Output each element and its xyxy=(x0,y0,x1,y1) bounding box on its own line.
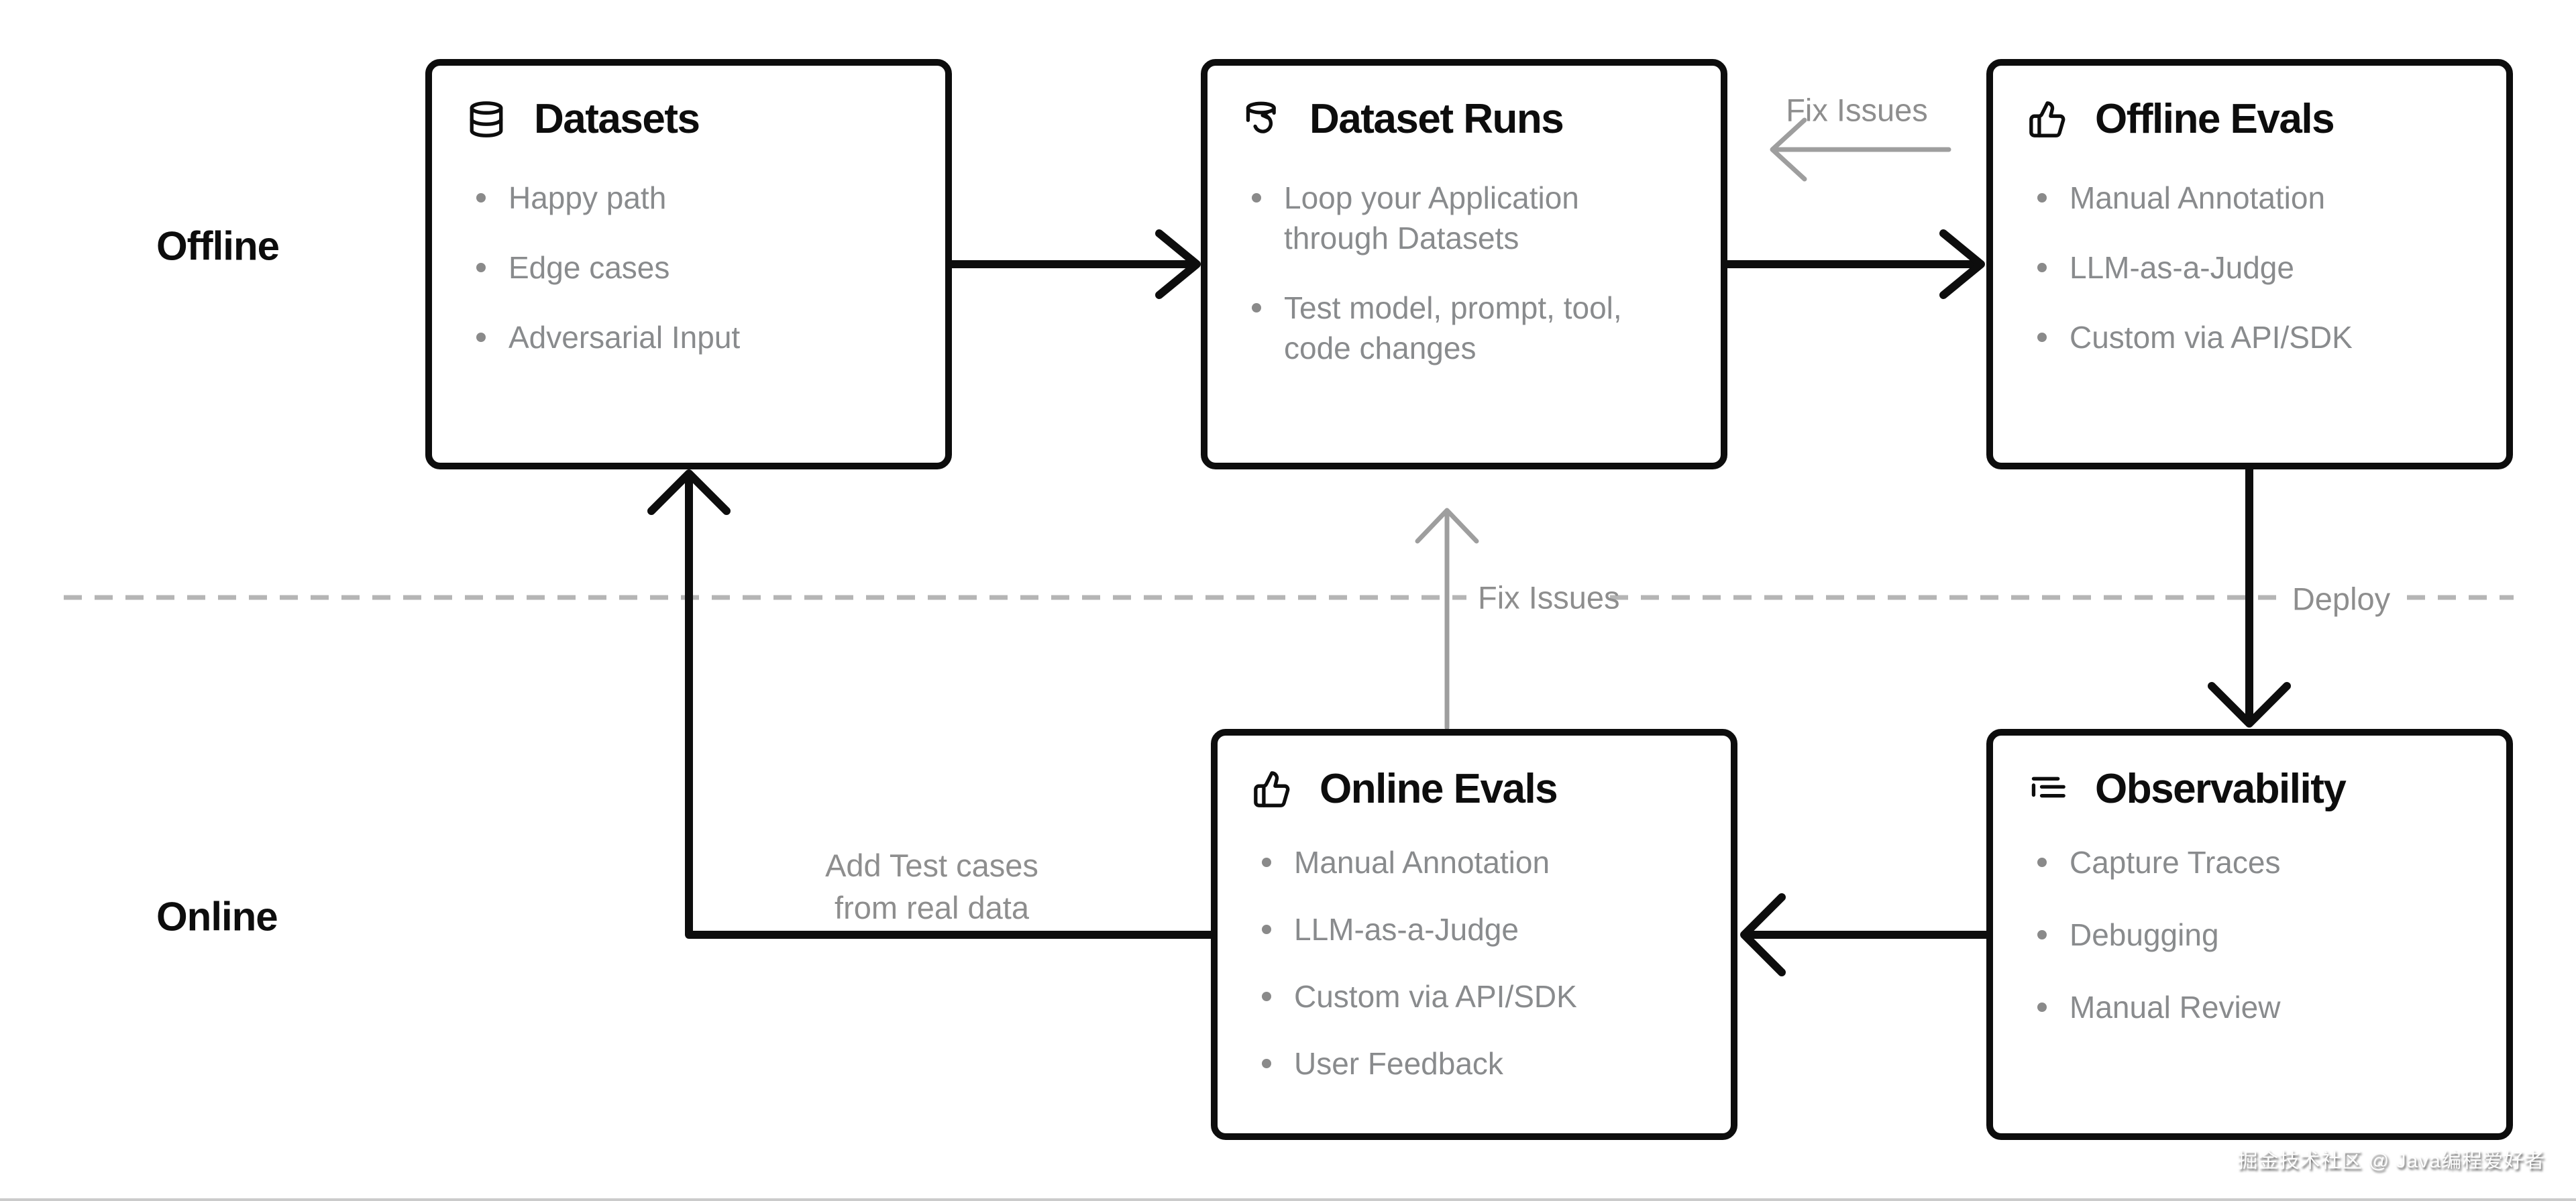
bottom-edge-line xyxy=(0,1198,2576,1201)
bullet-dot xyxy=(1262,858,1271,867)
fix-issues-top-arrow xyxy=(1770,117,1951,182)
arrow-observability-to-online-evals xyxy=(1740,893,1990,976)
datasets-header: Datasets xyxy=(467,95,910,143)
list-item: Debugging xyxy=(2028,915,2471,955)
list-item: Manual Annotation xyxy=(1252,842,1696,882)
dataset-runs-header: Dataset Runs xyxy=(1242,95,1686,143)
box-title: Datasets xyxy=(534,96,700,142)
bullet-dot xyxy=(1262,925,1271,934)
online-evals-box: Online Evals Manual Annotation LLM-as-a-… xyxy=(1211,729,1737,1140)
fix-issues-up-arrow xyxy=(1415,508,1479,730)
list-item: Custom via API/SDK xyxy=(1252,976,1696,1017)
bullet-dot xyxy=(476,263,486,272)
bullet-dot xyxy=(1252,303,1261,312)
bullet-dot xyxy=(2037,263,2047,272)
list-item: Custom via API/SDK xyxy=(2028,317,2471,357)
bullet-dot xyxy=(2037,930,2047,939)
add-test-cases-label: Add Test cases from real data xyxy=(825,848,1038,925)
database-loop-icon xyxy=(1246,101,1276,133)
online-section-label: Online xyxy=(156,894,278,939)
bullet-dot xyxy=(1262,1059,1271,1068)
arrow-offline-evals-to-observability xyxy=(2208,465,2291,728)
online-evals-items: Manual Annotation LLM-as-a-Judge Custom … xyxy=(1252,842,1696,1084)
list-item: Happy path xyxy=(467,178,910,218)
box-title: Observability xyxy=(2095,766,2347,812)
box-title: Online Evals xyxy=(1320,766,1558,812)
thumbs-up-icon xyxy=(2029,101,2065,137)
offline-evals-header: Offline Evals xyxy=(2028,95,2471,143)
database-icon xyxy=(470,101,503,137)
thumbs-up-icon xyxy=(1254,770,1290,807)
list-item: Capture Traces xyxy=(2028,842,2471,882)
trace-list-icon xyxy=(2031,777,2065,797)
fix-issues-middle-label: Fix Issues xyxy=(1478,579,1620,616)
arrow-dataset-runs-to-offline-evals xyxy=(1723,229,1985,299)
offline-evals-box: Offline Evals Manual Annotation LLM-as-a… xyxy=(1986,59,2513,469)
list-item: Manual Review xyxy=(2028,987,2471,1027)
datasets-items: Happy path Edge cases Adversarial Input xyxy=(467,178,910,357)
list-item: User Feedback xyxy=(1252,1043,1696,1084)
dataset-runs-items: Loop your Application through Datasets T… xyxy=(1242,178,1686,368)
bullet-dot xyxy=(2037,858,2047,867)
list-item: Adversarial Input xyxy=(467,317,910,357)
observability-items: Capture Traces Debugging Manual Review xyxy=(2028,842,2471,1027)
bullet-dot xyxy=(2037,193,2047,203)
observability-header: Observability xyxy=(2028,765,2471,813)
bullet-dot xyxy=(476,333,486,342)
observability-box: Observability Capture Traces Debugging M… xyxy=(1986,729,2513,1140)
fix-issues-top-label: Fix Issues xyxy=(1786,92,1928,128)
bullet-dot xyxy=(1262,992,1271,1001)
list-item: Edge cases xyxy=(467,247,910,288)
list-item: Loop your Application through Datasets xyxy=(1242,178,1686,258)
list-item: LLM-as-a-Judge xyxy=(1252,909,1696,950)
bullet-dot xyxy=(476,193,486,203)
watermark: 掘金技术社区 @ Java编程爱好者 xyxy=(2237,1150,2545,1172)
arrow-datasets-to-dataset-runs xyxy=(948,229,1201,299)
list-item: LLM-as-a-Judge xyxy=(2028,247,2471,288)
offline-section-label: Offline xyxy=(156,223,280,269)
deploy-label: Deploy xyxy=(2292,581,2391,617)
list-item: Manual Annotation xyxy=(2028,178,2471,218)
bullet-dot xyxy=(1252,193,1261,203)
box-title: Offline Evals xyxy=(2095,96,2335,142)
list-item: Test model, prompt, tool, code changes xyxy=(1242,288,1686,368)
box-title: Dataset Runs xyxy=(1309,96,1564,142)
offline-evals-items: Manual Annotation LLM-as-a-Judge Custom … xyxy=(2028,178,2471,357)
datasets-box: Datasets Happy path Edge cases Adversari… xyxy=(425,59,952,469)
bullet-dot xyxy=(2037,1003,2047,1012)
online-evals-header: Online Evals xyxy=(1252,765,1696,813)
dataset-runs-box: Dataset Runs Loop your Application throu… xyxy=(1201,59,1727,469)
bullet-dot xyxy=(2037,333,2047,342)
